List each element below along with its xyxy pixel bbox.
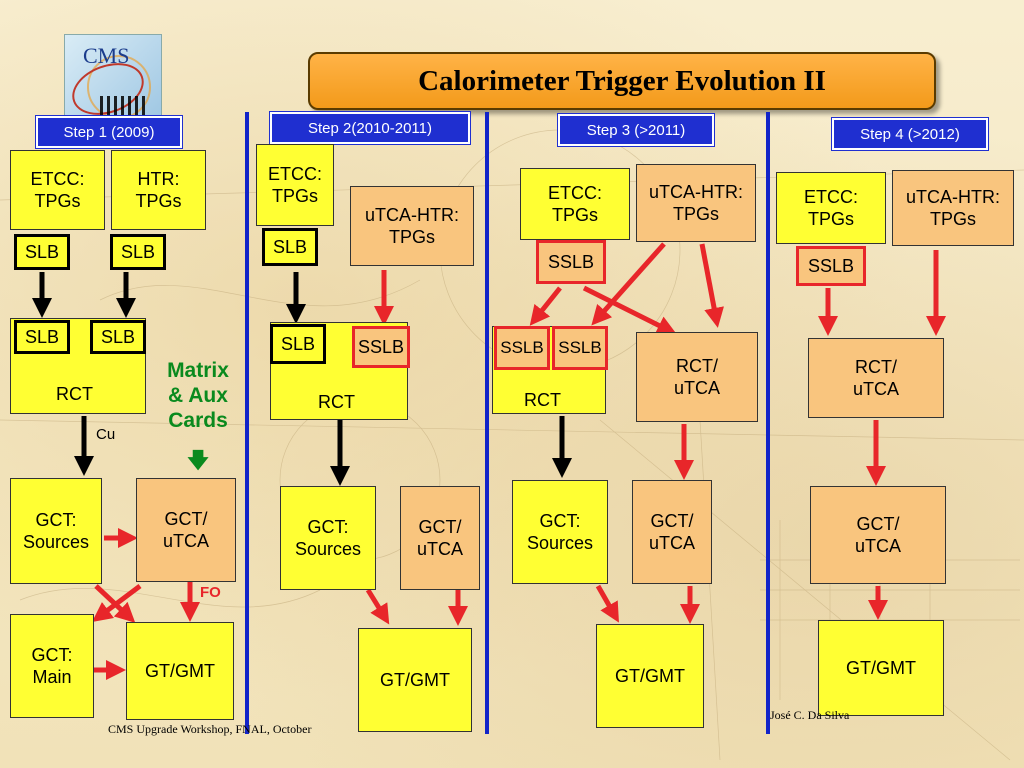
footer-left: CMS Upgrade Workshop, FNAL, October <box>108 722 312 736</box>
step3-rct-label: RCT <box>524 390 561 410</box>
step1-etcc-label: ETCC: TPGs <box>30 168 85 212</box>
gt-gmt-label: GT/GMT <box>380 669 450 690</box>
arrow <box>699 243 724 328</box>
step1-rct-slb-1: SLB <box>14 320 70 354</box>
step2-rct-label: RCT <box>318 392 355 412</box>
slide-title: Calorimeter Trigger Evolution II <box>308 52 936 110</box>
step4-gt-gmt-box: GT/GMT <box>818 620 944 716</box>
step3-gt-gmt-box: GT/GMT <box>596 624 704 728</box>
gct-sources-label: GCT: Sources <box>294 516 362 560</box>
footer-right: José C. Da Silva <box>770 708 850 722</box>
step2-gct-utca-box: GCT/ uTCA <box>400 486 480 590</box>
fo-label: FO <box>200 584 221 601</box>
step1-gct-main-box: GCT: Main <box>10 614 94 718</box>
step4-utca-htr-box: uTCA-HTR: TPGs <box>892 170 1014 246</box>
step2-slb: SLB <box>262 228 318 266</box>
matrix-aux-cards-label: Matrix & Aux Cards <box>167 359 229 433</box>
step-2-label: Step 2(2010-2011) <box>270 112 470 144</box>
step4-etcc-box: ETCC: TPGs <box>776 172 886 244</box>
step3-rct-utca-box: RCT/ uTCA <box>636 332 758 422</box>
step4-etcc-label: ETCC: TPGs <box>804 186 858 230</box>
sslb-label: SSLB <box>558 338 602 358</box>
step1-gct-sources-box: GCT: Sources <box>10 478 102 584</box>
gct-sources-label: GCT: Sources <box>526 510 594 554</box>
rct-utca-label: RCT/ uTCA <box>852 356 899 400</box>
sslb-label: SSLB <box>547 251 595 272</box>
step-3-label: Step 3 (>2011) <box>558 114 714 146</box>
slb-label: SLB <box>280 333 316 354</box>
utca-htr-label: uTCA-HTR: TPGs <box>365 204 459 248</box>
step-4-label: Step 4 (>2012) <box>832 118 988 150</box>
arrow <box>591 242 666 326</box>
step4-sslb: SSLB <box>796 246 866 286</box>
step2-rct-sslb: SSLB <box>352 326 410 368</box>
gct-sources-label: GCT: Sources <box>22 509 90 553</box>
step1-rct-label: RCT <box>56 384 93 404</box>
arrow <box>595 584 619 623</box>
sslb-label: SSLB <box>807 255 855 276</box>
logo-text: CMS <box>83 43 130 68</box>
step1-slb-2: SLB <box>110 234 166 270</box>
utca-htr-label: uTCA-HTR: TPGs <box>649 181 743 225</box>
step3-etcc-box: ETCC: TPGs <box>520 168 630 240</box>
gct-utca-label: GCT/ uTCA <box>416 516 463 560</box>
step3-sslb: SSLB <box>536 240 606 284</box>
step3-utca-htr-box: uTCA-HTR: TPGs <box>636 164 756 242</box>
slb-label: SLB <box>24 241 60 262</box>
gt-gmt-label: GT/GMT <box>145 660 215 681</box>
step1-etcc-box: ETCC: TPGs <box>10 150 105 230</box>
utca-htr-label: uTCA-HTR: TPGs <box>906 186 1000 230</box>
step-1-label: Step 1 (2009) <box>36 116 182 148</box>
step1-gt-gmt-box: GT/GMT <box>126 622 234 720</box>
gt-gmt-label: GT/GMT <box>615 665 685 686</box>
step2-etcc-label: ETCC: TPGs <box>268 163 322 207</box>
arrow <box>582 285 677 335</box>
gct-utca-label: GCT/ uTCA <box>854 513 901 557</box>
sslb-label: SSLB <box>357 336 405 357</box>
arrow <box>529 286 562 326</box>
divider-2 <box>485 112 489 734</box>
gt-gmt-label: GT/GMT <box>846 657 916 678</box>
step2-utca-htr-box: uTCA-HTR: TPGs <box>350 186 474 266</box>
step4-gct-utca-box: GCT/ uTCA <box>810 486 946 584</box>
step3-gct-sources-box: GCT: Sources <box>512 480 608 584</box>
step1-gct-utca-box: GCT/ uTCA <box>136 478 236 582</box>
divider-3 <box>766 112 770 734</box>
down-arrow-icon: 🡇 <box>187 449 209 472</box>
rct-utca-label: RCT/ uTCA <box>673 355 720 399</box>
arrow <box>92 584 142 622</box>
slb-label: SLB <box>120 241 156 262</box>
step2-gct-sources-box: GCT: Sources <box>280 486 376 590</box>
slb-label: SLB <box>100 326 136 347</box>
step1-slb-1: SLB <box>14 234 70 270</box>
step1-rct-slb-2: SLB <box>90 320 146 354</box>
slb-label: SLB <box>24 326 60 347</box>
step3-gct-utca-box: GCT/ uTCA <box>632 480 712 584</box>
step2-etcc-box: ETCC: TPGs <box>256 144 334 226</box>
cu-label: Cu <box>96 426 116 443</box>
step1-htr-box: HTR: TPGs <box>111 150 206 230</box>
arrow <box>365 588 390 625</box>
step3-etcc-label: ETCC: TPGs <box>548 182 602 226</box>
slb-label: SLB <box>272 236 308 257</box>
step3-rct-sslb-1: SSLB <box>494 326 550 370</box>
step2-gt-gmt-box: GT/GMT <box>358 628 472 732</box>
sslb-label: SSLB <box>500 338 544 358</box>
step4-rct-utca-box: RCT/ uTCA <box>808 338 944 418</box>
gct-utca-label: GCT/ uTCA <box>648 510 695 554</box>
step1-htr-label: HTR: TPGs <box>135 168 182 212</box>
step3-rct-sslb-2: SSLB <box>552 326 608 370</box>
gct-main-label: GCT: Main <box>31 644 73 688</box>
arrow <box>94 584 136 623</box>
gct-utca-label: GCT/ uTCA <box>162 508 209 552</box>
step2-rct-slb: SLB <box>270 324 326 364</box>
divider-1 <box>245 112 249 734</box>
